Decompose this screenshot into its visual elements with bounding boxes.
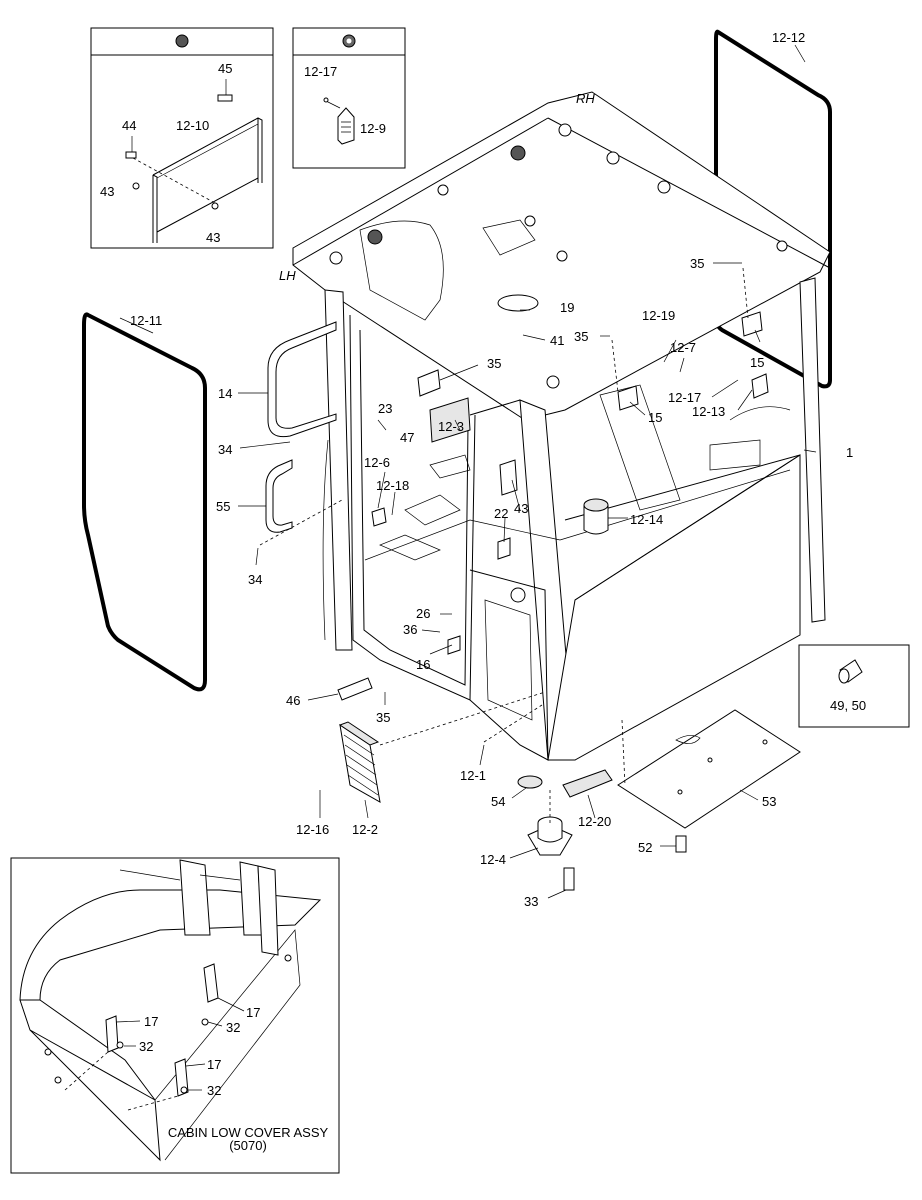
mount-12-4 (527, 816, 575, 891)
callout-12-18: 12-18 (376, 478, 409, 493)
callout-17: 17 (207, 1057, 221, 1072)
callout-45: 45 (218, 61, 232, 76)
callout-19: 19 (560, 300, 574, 315)
callout-1: 1 (846, 445, 853, 460)
leader-lines (119, 44, 817, 899)
callout-34: 34 (218, 442, 232, 457)
callout-12-17: 12-17 (668, 390, 701, 405)
inset-latch (292, 27, 406, 169)
callout-46: 46 (286, 693, 300, 708)
cabin-frame (292, 91, 831, 761)
callout-26: 26 (416, 606, 430, 621)
bracket-46 (337, 677, 373, 701)
inset-rear-frame (90, 27, 274, 249)
callout-12-9: 12-9 (360, 121, 386, 136)
handrail-14 (267, 321, 337, 438)
callout-12-10: 12-10 (176, 118, 209, 133)
callout-12-13: 12-13 (692, 404, 725, 419)
callout-33: 33 (524, 894, 538, 909)
callout-12-14: 12-14 (630, 512, 663, 527)
inset-caption-title: CABIN LOW COVER ASSY (168, 1125, 329, 1140)
callout-12-12: 12-12 (772, 30, 805, 45)
callout-52: 52 (638, 840, 652, 855)
callout-12-16: 12-16 (296, 822, 329, 837)
inset-plug (798, 644, 910, 728)
lamp-12-3 (429, 397, 471, 443)
callout-32: 32 (226, 1020, 240, 1035)
plate-53 (617, 709, 801, 829)
filter-12-2 (338, 721, 381, 803)
washer-54 (517, 775, 543, 789)
callout-12-3: 12-3 (438, 419, 464, 434)
callout-12-2: 12-2 (352, 822, 378, 837)
callout-12-1: 12-1 (460, 768, 486, 783)
callout-16: 16 (416, 657, 430, 672)
callout-14: 14 (218, 386, 232, 401)
callout-12-7: 12-7 (670, 340, 696, 355)
callout-17: 17 (246, 1005, 260, 1020)
callout-12-6: 12-6 (364, 455, 390, 470)
bracket-15 (741, 311, 763, 337)
roof-vent-icon (510, 145, 526, 161)
handrail-55 (265, 459, 293, 533)
callout-43: 43 (206, 230, 220, 245)
callout-35: 35 (376, 710, 390, 725)
callout-44: 44 (122, 118, 136, 133)
callout-12-17: 12-17 (304, 64, 337, 79)
callout-15: 15 (750, 355, 764, 370)
callout-54: 54 (491, 794, 505, 809)
callout-53: 53 (762, 794, 776, 809)
callout-12-20: 12-20 (578, 814, 611, 829)
callout-labels: 12-12 45 44 12-10 43 43 12-17 12-9 RH LH… (100, 30, 866, 1153)
callout-17: 17 (144, 1014, 158, 1029)
bolt-52 (675, 835, 687, 853)
callout-35: 35 (487, 356, 501, 371)
callout-55: 55 (216, 499, 230, 514)
callout-43: 43 (100, 184, 114, 199)
roof-vent-icon (367, 229, 383, 245)
cylinder-12-14 (583, 498, 609, 535)
callout-47: 47 (400, 430, 414, 445)
callout-22: 22 (494, 506, 508, 521)
window-seal-12-11 (82, 312, 207, 692)
callout-34: 34 (248, 572, 262, 587)
block-12-20 (562, 769, 613, 798)
callout-35: 35 (574, 329, 588, 344)
callout-49-50: 49, 50 (830, 698, 866, 713)
callout-12-11: 12-11 (130, 313, 162, 328)
callout-lh: LH (279, 268, 296, 283)
bracket-15 (617, 385, 639, 411)
callout-23: 23 (378, 401, 392, 416)
callout-36: 36 (403, 622, 417, 637)
callout-32: 32 (139, 1039, 153, 1054)
callout-32: 32 (207, 1083, 221, 1098)
callout-12-19: 12-19 (642, 308, 675, 323)
callout-rh: RH (576, 91, 595, 106)
callout-15: 15 (648, 410, 662, 425)
callout-41: 41 (550, 333, 564, 348)
inset-caption-code: (5070) (229, 1138, 267, 1153)
callout-43: 43 (514, 501, 528, 516)
disc-19 (497, 294, 539, 312)
callout-12-4: 12-4 (480, 852, 506, 867)
inset-low-cover (10, 857, 340, 1174)
bracket-23 (417, 369, 441, 397)
inset-marker-icon (175, 34, 189, 48)
callout-35: 35 (690, 256, 704, 271)
